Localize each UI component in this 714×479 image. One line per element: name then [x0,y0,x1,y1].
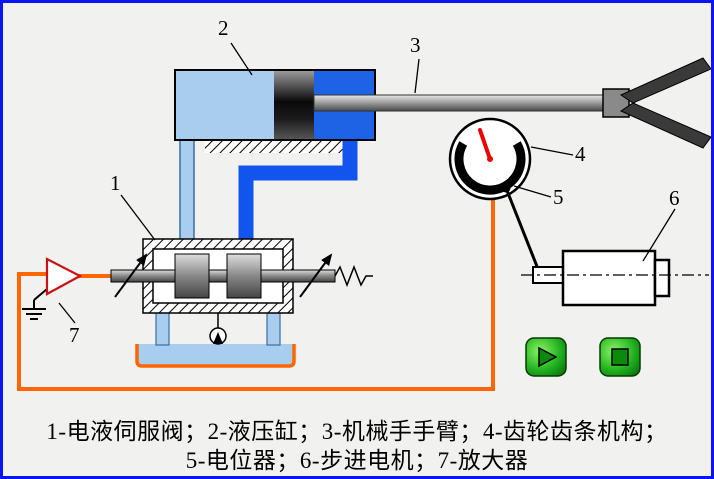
label-hydraulic-cylinder: 2 [218,16,229,40]
spool-land-left [174,253,210,299]
leader-lines [58,42,676,324]
stepper-motor [521,249,709,307]
left-magnet-arrow [114,253,148,298]
spool-rod [110,269,336,283]
caption-line2: 5-电位器；6-步进电机；7-放大器 [185,448,529,473]
link-rod [504,187,542,275]
needle-pivot [487,156,493,162]
valve-leg-right [266,310,281,346]
caption-line1: 1-电液伺服阀；2-液压缸；3-机械手手臂；4-齿轮齿条机构； [46,419,668,444]
label-manipulator-arm: 3 [410,33,421,57]
right-magnet-arrow [299,253,333,298]
label-potentiometer: 5 [553,185,564,209]
feedback-wire [17,199,495,391]
label-servo-valve: 1 [110,171,121,195]
mount-hatch [205,140,345,153]
schematic-canvas [17,42,711,391]
gauge-needle [478,128,492,161]
caption: 1-电液伺服阀；2-液压缸；3-机械手手臂；4-齿轮齿条机构； 5-电位器；6-… [3,417,711,475]
servo-valve [110,238,373,314]
play-button[interactable] [525,337,567,377]
ground-icon [22,288,48,320]
manipulator-arm [313,57,711,149]
gripper-jaw-bottom [619,102,711,149]
stop-button[interactable] [599,337,641,377]
gear-sector [454,141,526,195]
gear-rack-mechanism [448,117,542,275]
piston [274,71,314,139]
label-amplifier: 7 [69,323,80,347]
potentiometer-wiper [501,183,511,193]
pressure-pipe [238,139,358,241]
spool-land-right [226,253,262,299]
hydraulic-pipes [179,138,358,241]
gripper-jaw-top [619,57,711,104]
amplifier [45,257,83,296]
valve-leg-left [155,310,170,346]
motor-body [561,249,657,307]
label-stepper-motor: 6 [669,186,680,210]
spring-icon [334,264,373,288]
piston-rod [313,94,615,112]
pump-symbol [209,311,227,345]
motor-endcap [653,258,671,298]
play-icon [538,346,558,368]
label-gear-rack: 4 [575,142,586,166]
return-pipe [179,138,195,241]
stop-icon [611,348,629,366]
